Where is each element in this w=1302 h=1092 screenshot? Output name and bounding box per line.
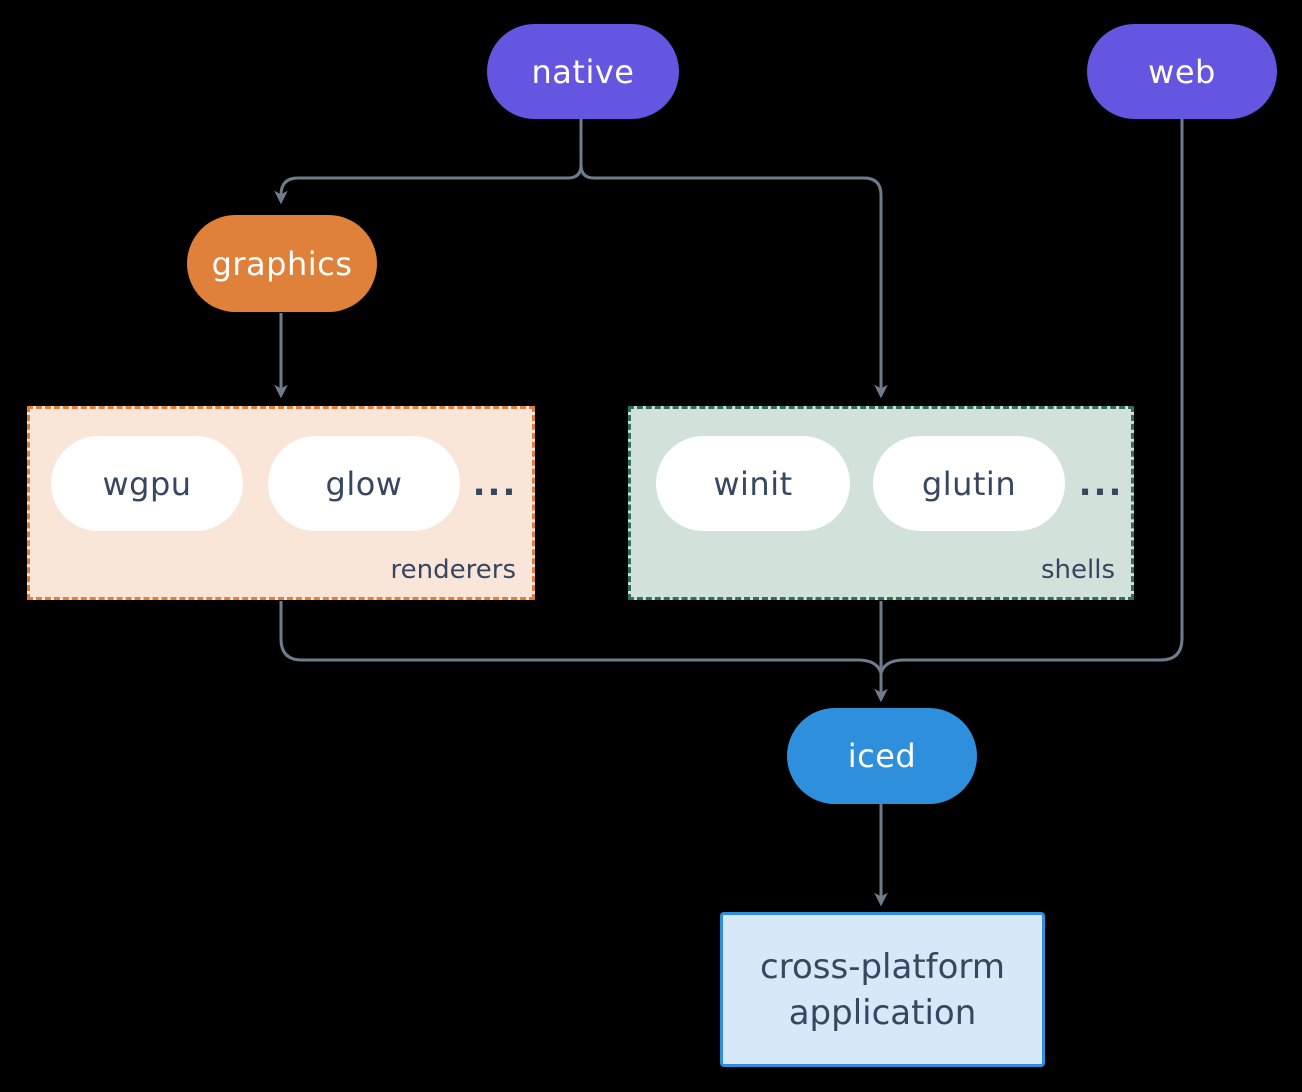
edge-native-graphics: [274, 119, 583, 205]
node-web-label: web: [1148, 52, 1216, 91]
node-native: native: [487, 24, 679, 119]
node-glutin-label: glutin: [921, 464, 1017, 503]
node-glow: glow: [268, 436, 460, 531]
node-iced-label: iced: [847, 737, 917, 775]
edge-native-shells: [579, 119, 888, 399]
group-shells: winit glutin ... shells: [628, 406, 1134, 600]
node-glow-label: glow: [325, 464, 403, 503]
edge-renderers-junction: [279, 601, 883, 674]
node-wgpu: wgpu: [51, 436, 243, 531]
node-cross-platform-application: cross-platform application: [720, 912, 1045, 1067]
node-glutin: glutin: [873, 436, 1065, 531]
node-winit: winit: [656, 436, 850, 531]
node-wgpu-label: wgpu: [102, 464, 192, 503]
node-native-label: native: [531, 52, 635, 91]
node-graphics-label: graphics: [211, 244, 353, 283]
group-renderers: wgpu glow ... renderers: [27, 406, 535, 600]
group-renderers-label: renderers: [390, 555, 516, 585]
renderers-ellipsis: ...: [472, 463, 518, 504]
shells-ellipsis: ...: [1078, 463, 1124, 504]
application-label-line2: application: [788, 992, 977, 1033]
node-graphics: graphics: [187, 215, 377, 312]
node-winit-label: winit: [713, 464, 793, 503]
node-web: web: [1087, 24, 1277, 119]
application-label-line1: cross-platform: [760, 946, 1005, 987]
node-iced: iced: [787, 708, 977, 804]
group-shells-label: shells: [1040, 555, 1115, 585]
